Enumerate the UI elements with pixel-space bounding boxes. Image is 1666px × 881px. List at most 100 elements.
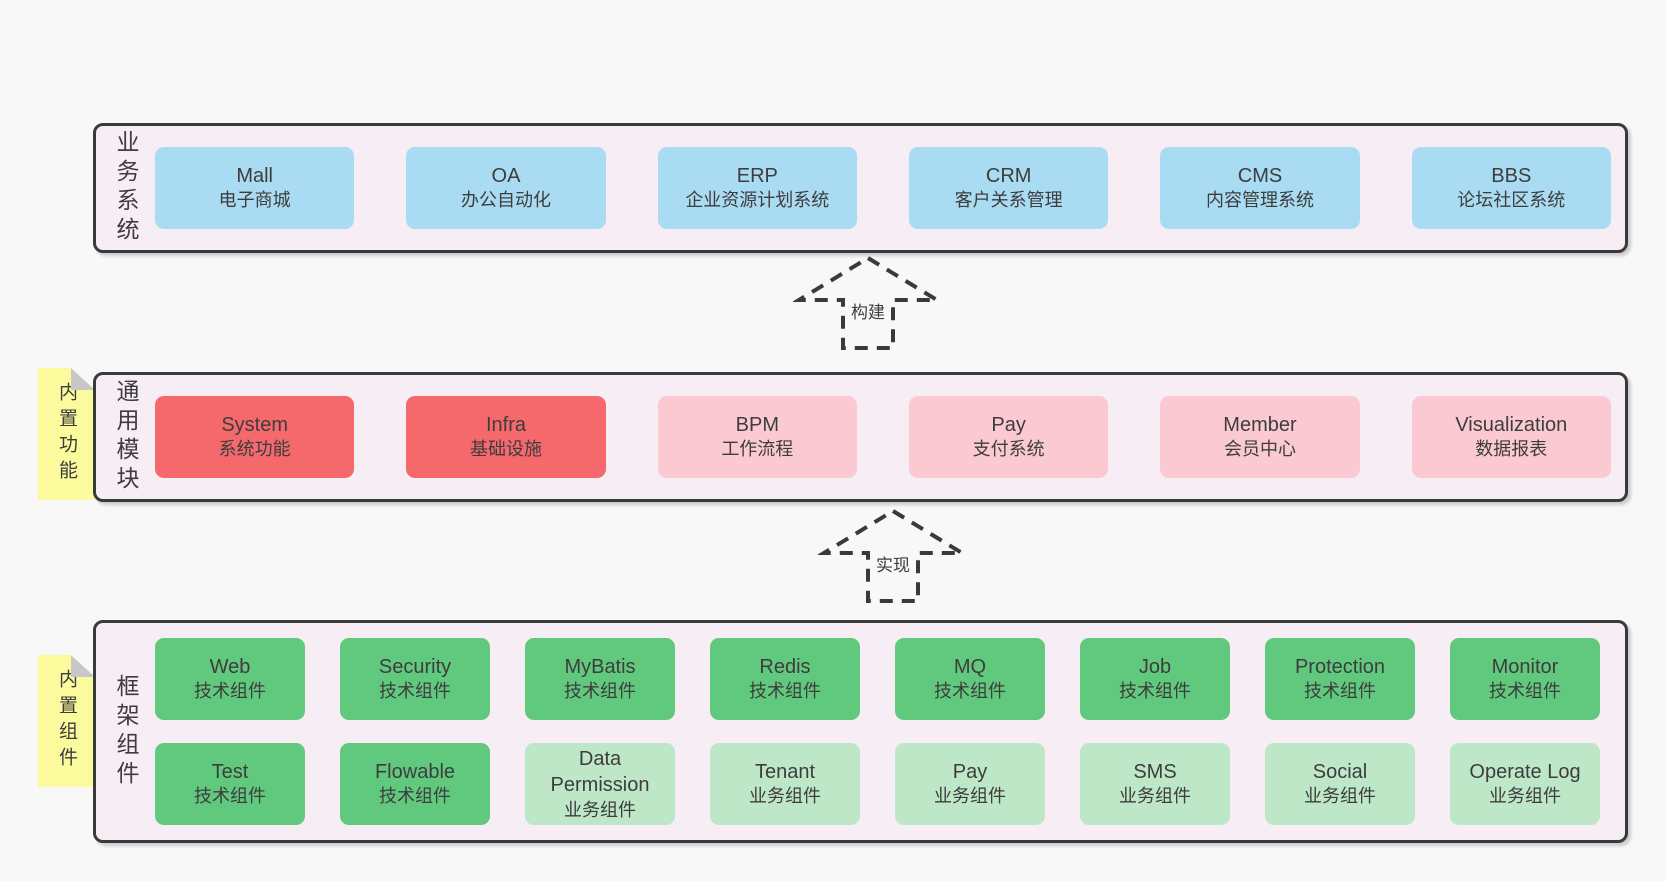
node-subtitle: 技术组件 (1489, 681, 1561, 702)
node-web: Web 技术组件 (155, 638, 305, 720)
node-title: CMS (1237, 164, 1283, 187)
box-row: Mall 电子商城 OA 办公自动化 ERP 企业资源计划系统 CRM 客户关系管理 CMS 内容… (155, 147, 1611, 229)
node-title: BBS (1491, 164, 1532, 187)
node-visualization: Visualization 数据报表 (1411, 396, 1611, 478)
node-subtitle: 论坛社区系统 (1457, 190, 1566, 211)
node-title: Pay (952, 760, 988, 783)
layer-label-framework-components: 框架组件 (102, 623, 150, 840)
node-title: OA (491, 164, 521, 187)
node-operate-log: Operate Log 业务组件 (1450, 743, 1600, 825)
node-subtitle: 支付系统 (972, 439, 1045, 460)
node-oa: OA 办公自动化 (406, 147, 606, 229)
node-title: Data Permission (550, 747, 650, 797)
node-test: Test 技术组件 (155, 743, 305, 825)
node-subtitle: 基础设施 (469, 439, 542, 460)
node-cms: CMS 内容管理系统 (1160, 147, 1360, 229)
node-title: Protection (1294, 655, 1386, 678)
node-title: Operate Log (1469, 760, 1581, 783)
node-subtitle: 业务组件 (1119, 786, 1191, 807)
node-pay: Pay 业务组件 (895, 743, 1045, 825)
node-title: CRM (985, 164, 1032, 187)
sticky-label: 内置组件 (56, 669, 77, 773)
layer-label-common-modules: 通用模块 (102, 375, 150, 499)
node-bpm: BPM 工作流程 (657, 396, 857, 478)
node-protection: Protection 技术组件 (1265, 638, 1415, 720)
node-subtitle: 技术组件 (934, 681, 1006, 702)
node-redis: Redis 技术组件 (710, 638, 860, 720)
node-subtitle: 技术组件 (564, 681, 636, 702)
node-security: Security 技术组件 (340, 638, 490, 720)
node-subtitle: 业务组件 (564, 799, 636, 820)
node-monitor: Monitor 技术组件 (1450, 638, 1600, 720)
node-infra: Infra 基础设施 (406, 396, 606, 478)
layer-boxes-common-modules: System 系统功能 Infra 基础设施 BPM 工作流程 Pay 支付系统 Member 会… (155, 375, 1611, 499)
node-subtitle: 数据报表 (1475, 439, 1548, 460)
node-subtitle: 技术组件 (194, 786, 266, 807)
node-subtitle: 客户关系管理 (954, 190, 1063, 211)
node-pay: Pay 支付系统 (908, 396, 1109, 478)
layer-common-modules: 通用模块 System 系统功能 Infra 基础设施 BPM 工作流程 Pay 支付系统 Mem… (93, 372, 1628, 502)
node-title: Infra (485, 413, 526, 436)
node-erp: ERP 企业资源计划系统 (657, 147, 857, 229)
node-subtitle: 业务组件 (934, 786, 1006, 807)
arrow-label: 构建 (848, 297, 888, 324)
node-title: MyBatis (564, 655, 636, 678)
node-subtitle: 业务组件 (1489, 786, 1561, 807)
node-title: ERP (736, 164, 778, 187)
node-title: Social (1312, 760, 1368, 783)
arrow-build: 构建 (793, 255, 943, 351)
node-title: Mall (236, 164, 273, 187)
node-title: Member (1223, 413, 1297, 436)
node-subtitle: 业务组件 (1304, 786, 1376, 807)
node-bbs: BBS 论坛社区系统 (1411, 147, 1611, 229)
node-subtitle: 工作流程 (721, 439, 794, 460)
node-title: Web (209, 655, 251, 678)
up-arrow-icon (793, 255, 943, 350)
node-mall: Mall 电子商城 (155, 147, 355, 229)
node-subtitle: 技术组件 (379, 786, 451, 807)
node-subtitle: 办公自动化 (460, 190, 551, 211)
node-title: Job (1138, 655, 1172, 678)
node-title: Test (211, 760, 249, 783)
node-title: Security (378, 655, 452, 678)
node-title: Monitor (1491, 655, 1559, 678)
node-tenant: Tenant 业务组件 (710, 743, 860, 825)
node-member: Member 会员中心 (1160, 396, 1360, 478)
node-title: MQ (953, 655, 987, 678)
node-subtitle: 技术组件 (1304, 681, 1376, 702)
node-subtitle: 内容管理系统 (1205, 190, 1314, 211)
layer-framework-components: 框架组件 Web 技术组件 Security 技术组件 MyBatis 技术组件 Redis 技… (93, 620, 1628, 843)
node-subtitle: 电子商城 (218, 190, 291, 211)
node-subtitle: 技术组件 (379, 681, 451, 702)
layer-boxes-business-systems: Mall 电子商城 OA 办公自动化 ERP 企业资源计划系统 CRM 客户关系管理 CMS 内容… (155, 126, 1611, 250)
node-title: Pay (991, 413, 1026, 436)
node-title: System (221, 413, 288, 436)
sticky-note-framework-components: 内置组件 (38, 655, 95, 787)
node-subtitle: 系统功能 (218, 439, 291, 460)
node-subtitle: 技术组件 (194, 681, 266, 702)
node-title: BPM (735, 413, 779, 436)
node-subtitle: 会员中心 (1223, 439, 1296, 460)
layer-label-text: 通用模块 (113, 379, 139, 495)
node-subtitle: 业务组件 (749, 786, 821, 807)
node-title: Tenant (754, 760, 816, 783)
arrow-label: 实现 (873, 550, 913, 577)
node-job: Job 技术组件 (1080, 638, 1230, 720)
sticky-note-common-modules: 内置功能 (38, 368, 95, 500)
node-subtitle: 技术组件 (1119, 681, 1191, 702)
node-subtitle: 技术组件 (749, 681, 821, 702)
node-social: Social 业务组件 (1265, 743, 1415, 825)
node-title: Visualization (1455, 413, 1568, 436)
node-subtitle: 企业资源计划系统 (685, 190, 830, 211)
node-mq: MQ 技术组件 (895, 638, 1045, 720)
sticky-label: 内置功能 (56, 382, 77, 486)
node-title: Redis (759, 655, 811, 678)
layer-label-text: 框架组件 (113, 673, 139, 790)
